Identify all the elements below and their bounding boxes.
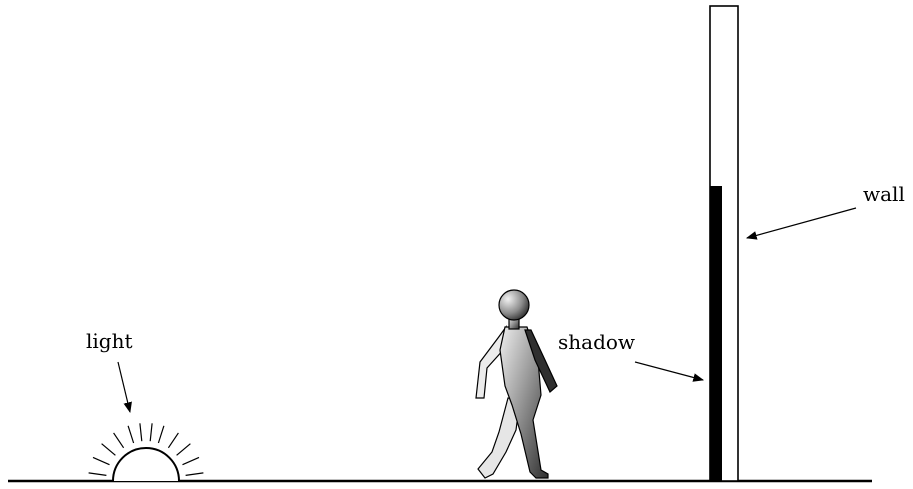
sun-ray: [92, 456, 110, 466]
sun-ray: [101, 443, 116, 456]
sun-ray: [167, 432, 179, 449]
label-wall: wall: [863, 182, 905, 206]
shadow-on-wall: [710, 186, 722, 481]
sun-ray: [139, 423, 143, 442]
walking-person-icon: [475, 289, 558, 479]
sun-ray: [88, 472, 107, 476]
label-light: light: [86, 329, 133, 353]
arrow-light: [117, 361, 132, 414]
arrow-shadow: [634, 361, 705, 382]
light-source-icon: [88, 423, 204, 482]
sun-ray: [149, 423, 153, 442]
sun-ray: [113, 432, 125, 449]
sun-ray: [176, 443, 191, 456]
label-shadow: shadow: [558, 330, 635, 354]
sun-ray: [127, 425, 135, 444]
sun-ray: [185, 472, 204, 476]
sun-ray: [157, 425, 165, 444]
sun-ray: [182, 456, 200, 466]
arrow-wall: [745, 207, 857, 240]
